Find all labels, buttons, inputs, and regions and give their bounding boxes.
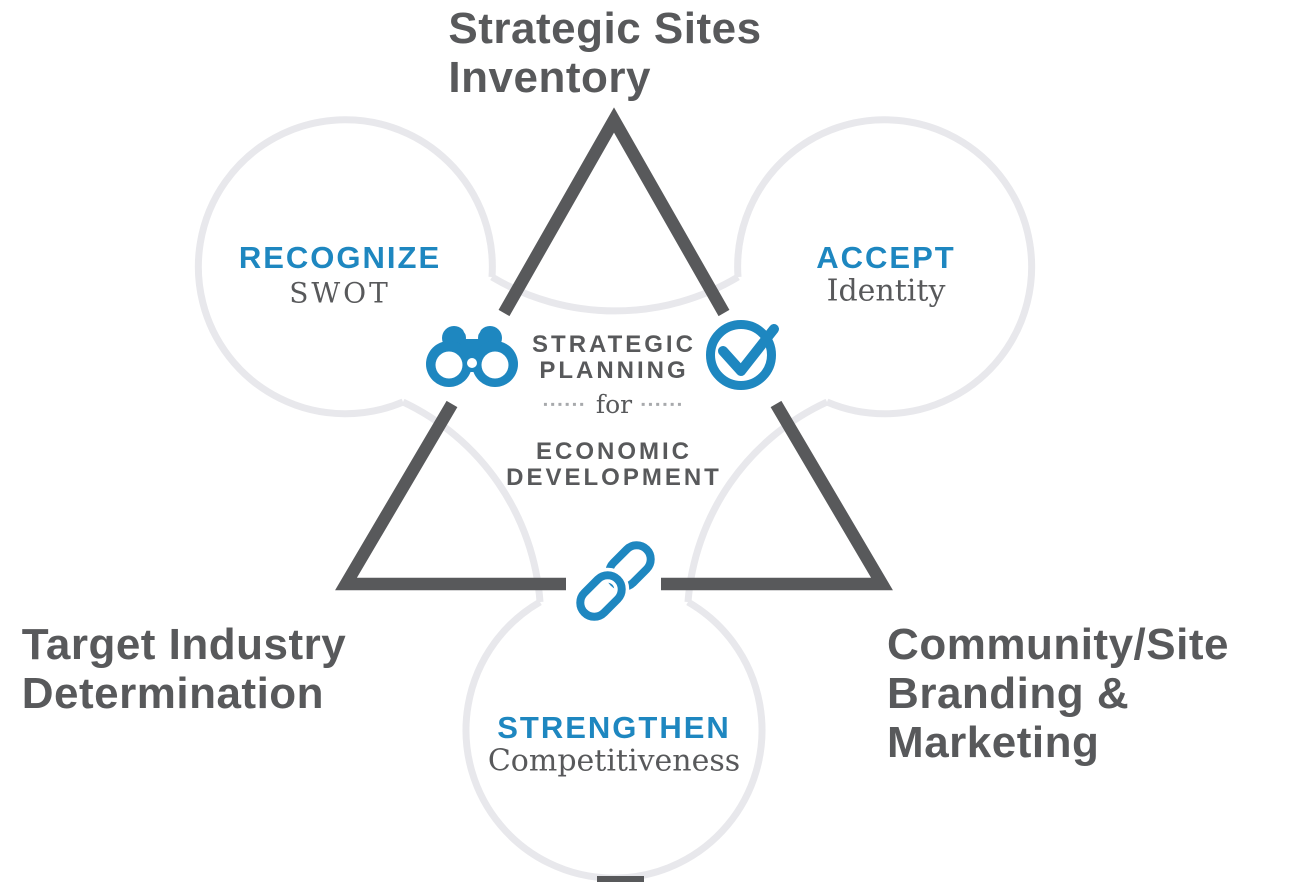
binoculars-icon bbox=[426, 319, 518, 387]
strengthen-title: STRENGTHEN bbox=[497, 710, 731, 745]
center-line-planning: PLANNING bbox=[539, 357, 689, 384]
label-line: Target Industry bbox=[21, 620, 347, 669]
label-target-industry-determination: Target Industry Determination bbox=[22, 620, 347, 718]
bubble-outline-recognize bbox=[194, 116, 496, 418]
connector-dots-left: ▪▪▪▪▪▪ bbox=[543, 397, 587, 411]
recognize-subtitle: SWOT bbox=[289, 276, 391, 310]
label-community-site-branding: Community/Site Branding & Marketing bbox=[887, 620, 1229, 767]
bubble-outline-accept bbox=[734, 116, 1036, 418]
label-line: Community/Site bbox=[887, 620, 1229, 669]
triangle-bottom-right-segment bbox=[661, 400, 893, 591]
check-circle-icon bbox=[706, 320, 779, 390]
center-connector: ▪▪▪▪▪▪ for ▪▪▪▪▪▪ bbox=[506, 389, 722, 419]
connector-dots-right: ▪▪▪▪▪▪ bbox=[641, 397, 685, 411]
label-line: Determination bbox=[21, 669, 325, 718]
label-strategic-sites-inventory: Strategic Sites Inventory bbox=[448, 4, 761, 102]
label-line: Inventory bbox=[448, 53, 651, 102]
triangle-bottom-left-segment bbox=[335, 400, 566, 591]
connector-word-for: for bbox=[595, 389, 633, 419]
triangle-apex-segment bbox=[498, 107, 730, 317]
recognize-title: RECOGNIZE bbox=[238, 240, 442, 275]
bridge-arc-right bbox=[684, 398, 829, 603]
strengthen-subtitle: Competitiveness bbox=[487, 743, 741, 779]
label-line: Strategic Sites bbox=[448, 4, 762, 53]
chain-link-icon bbox=[572, 541, 655, 625]
center-line-economic: ECONOMIC bbox=[536, 438, 692, 465]
bridge-arc-left bbox=[401, 398, 544, 603]
accept-title: ACCEPT bbox=[816, 240, 956, 275]
label-line: Branding & Marketing bbox=[887, 669, 1130, 767]
center-text-block: STRATEGIC PLANNING ▪▪▪▪▪▪ for ▪▪▪▪▪▪ ECO… bbox=[506, 332, 722, 491]
accept-subtitle: Identity bbox=[826, 273, 946, 309]
bottom-edge-fragment bbox=[597, 876, 644, 882]
center-line-development: DEVELOPMENT bbox=[506, 464, 722, 491]
center-line-strategic: STRATEGIC bbox=[532, 331, 696, 358]
triangle-outline bbox=[335, 107, 893, 591]
